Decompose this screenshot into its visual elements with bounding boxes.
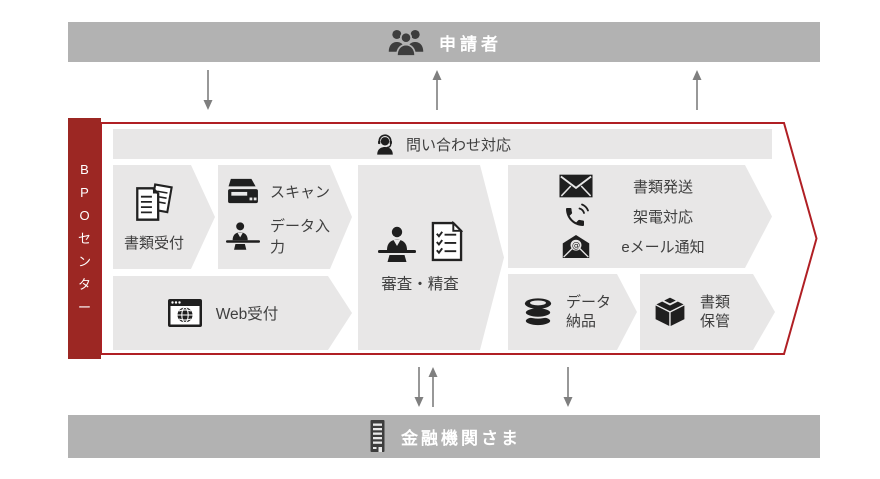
arrow-up-icon xyxy=(428,367,438,407)
block-data-delivery: データ 納品 xyxy=(508,274,637,350)
people-group-icon xyxy=(388,29,424,56)
scanner-icon xyxy=(226,177,260,205)
person-desk-icon xyxy=(377,226,421,262)
review-label: 審査・精査 xyxy=(381,276,459,293)
at-glyph: @ xyxy=(572,240,580,250)
bpo-letter: ン xyxy=(77,254,91,269)
bpo-letter: タ xyxy=(77,277,91,292)
document-storage-line2: 保管 xyxy=(700,313,731,330)
bpo-letter: B xyxy=(80,162,89,177)
arrow-down-icon xyxy=(414,367,424,407)
block-scan-data-entry: スキャン データ入力 xyxy=(218,165,352,269)
browser-globe-icon xyxy=(167,298,203,328)
bpo-letter: P xyxy=(80,185,89,200)
checklist-icon xyxy=(430,221,463,262)
arrow-up-icon xyxy=(692,70,702,110)
email-notification-row: @ eメール通知 xyxy=(558,234,772,259)
data-entry-row: データ入力 xyxy=(226,215,334,257)
document-dispatch-label: 書類発送 xyxy=(632,178,693,196)
email-notification-label: eメール通知 xyxy=(621,239,705,256)
bpo-center-bar: B P O セ ン タ ー xyxy=(68,118,101,359)
applicant-label: 申請者 xyxy=(439,34,502,54)
outbound-call-label: 架電対応 xyxy=(632,208,693,226)
box-icon xyxy=(652,296,688,328)
database-icon xyxy=(520,297,556,327)
email-at-icon: @ xyxy=(561,234,591,259)
person-typing-icon xyxy=(226,221,260,251)
inquiry-support-strip: 問い合わせ対応 xyxy=(113,129,772,159)
block-document-reception: 書類受付 xyxy=(113,165,215,269)
scan-row: スキャン xyxy=(226,177,334,205)
bpo-letter: セ xyxy=(77,231,91,246)
block-document-storage: 書類 保管 xyxy=(640,274,775,350)
outbound-call-row: 架電対応 xyxy=(558,203,772,229)
document-reception-label: 書類受付 xyxy=(123,235,184,252)
block-review: 審査・精査 xyxy=(358,165,504,350)
data-delivery-label: データ 納品 xyxy=(566,293,611,331)
block-outbound: 書類発送 架電対応 @ xyxy=(508,165,772,268)
inquiry-support-label: 問い合わせ対応 xyxy=(405,136,511,154)
block-web-reception: Web受付 xyxy=(113,276,352,350)
document-storage-label: 書類 保管 xyxy=(700,293,730,331)
web-reception-label: Web受付 xyxy=(215,306,279,323)
arrow-down-icon xyxy=(203,70,213,110)
bpo-letter: ー xyxy=(77,300,91,315)
document-dispatch-row: 書類発送 xyxy=(558,174,772,198)
review-icons xyxy=(377,221,463,262)
document-storage-line1: 書類 xyxy=(700,294,731,311)
headset-operator-icon xyxy=(377,133,393,155)
envelope-icon xyxy=(559,174,593,198)
phone-call-icon xyxy=(562,203,590,229)
scan-label: スキャン xyxy=(270,183,331,201)
building-icon xyxy=(370,419,385,452)
data-entry-label: データ入力 xyxy=(270,218,331,256)
data-delivery-line2: 納品 xyxy=(566,313,597,330)
bpo-letter: O xyxy=(79,208,90,223)
arrow-down-icon xyxy=(563,367,573,407)
financial-institution-label: 金融機関さま xyxy=(401,429,521,448)
applicant-bar: 申請者 xyxy=(68,22,820,62)
financial-institution-bar: 金融機関さま xyxy=(68,415,820,458)
documents-icon xyxy=(132,181,176,227)
data-delivery-line1: データ xyxy=(566,294,612,311)
arrow-up-icon xyxy=(432,70,442,110)
